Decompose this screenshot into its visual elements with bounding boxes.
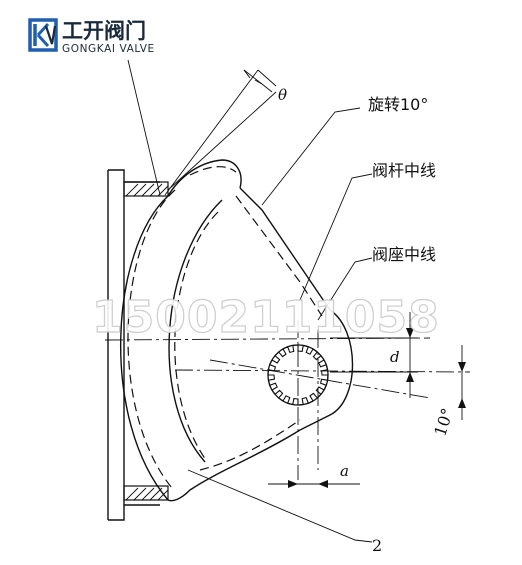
center-lines [104,59,471,543]
brand-logo: 工开阀门 GONGKAI VALVE [28,18,155,55]
valve-body-flange [107,169,169,521]
theta-label: θ [278,86,287,104]
spline-teeth-outline [267,344,329,406]
dimension-theta: θ [243,69,287,104]
dimension-d: d [330,312,418,398]
brand-name-cn: 工开阀门 [62,19,146,43]
rotate-label: 旋转10° [368,95,428,114]
d-label: d [390,348,400,366]
phone-watermark: 15002111058 [92,292,440,343]
brand-name-en: GONGKAI VALVE [62,43,155,55]
a-label: a [340,462,349,480]
dimension-a: a [268,462,360,488]
disc-rotated-outline [127,166,323,489]
logo-mark-icon [28,18,58,52]
stem-centerline-label: 阀杆中线 [372,161,436,180]
butterfly-disc [119,159,354,502]
angle-10-label: 10° [430,406,457,439]
part-2-label: 2 [372,536,382,555]
seat-centerline-label: 阀座中线 [372,245,436,264]
dimension-10deg: 10° [430,345,466,439]
